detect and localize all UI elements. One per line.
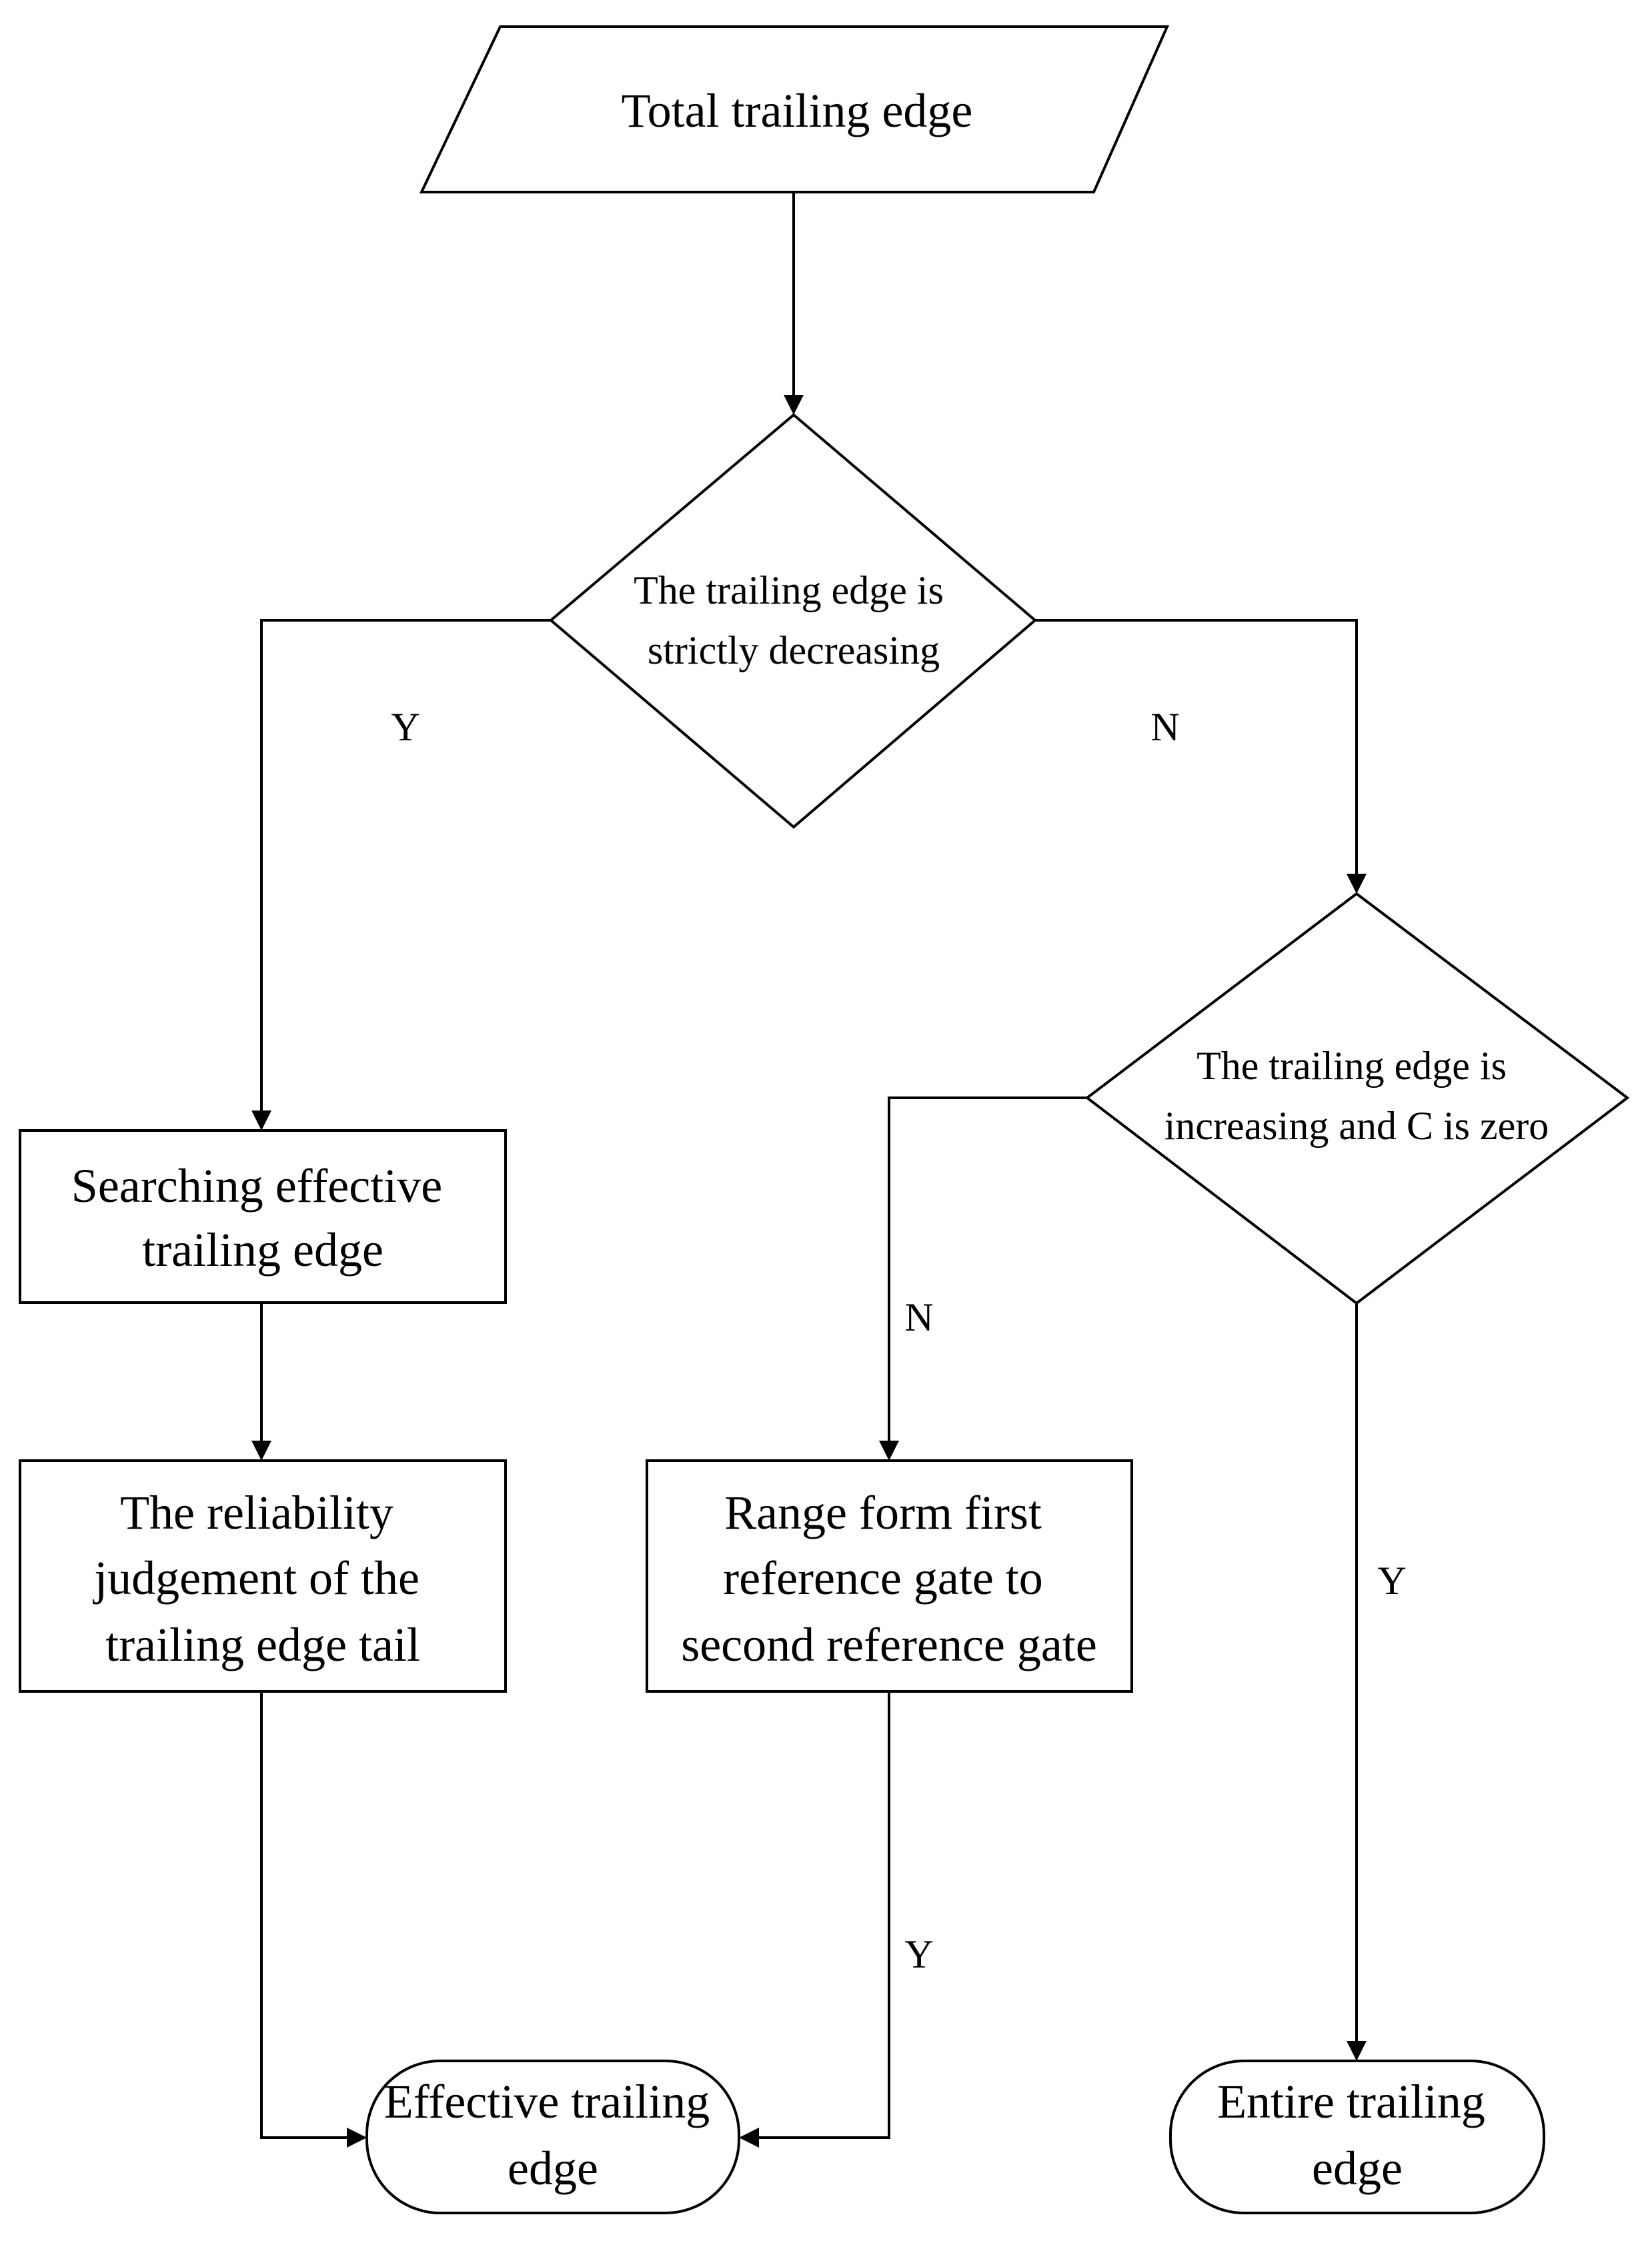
arrowhead bbox=[739, 2128, 759, 2148]
entire-label: Entire trailing edge bbox=[1217, 2075, 1497, 2195]
decision2-label: The trailing edge is increasing and C is… bbox=[1164, 1044, 1549, 1148]
arrowhead bbox=[251, 1441, 271, 1461]
edge-label-range-yes: Y bbox=[904, 1932, 933, 1976]
diamond bbox=[548, 413, 1038, 829]
edge-label-d1-no: N bbox=[1150, 705, 1179, 749]
arrowhead bbox=[251, 1110, 271, 1131]
edge-decision1-yes-to-search bbox=[260, 619, 551, 1110]
terminal-box bbox=[1169, 2060, 1545, 2214]
decision1-node: The trailing edge is strictly decreasing bbox=[548, 413, 1038, 829]
search-node: Searching effective trailing edge bbox=[19, 1129, 507, 1304]
decision2-node: The trailing edge is increasing and C is… bbox=[1084, 892, 1630, 1305]
process-box bbox=[19, 1459, 507, 1693]
edge-reliability-to-effective bbox=[260, 1691, 347, 2139]
start-node-label: Total trailing edge bbox=[622, 84, 973, 137]
effective-node: Effective trailing edge bbox=[365, 2060, 740, 2214]
arrowhead bbox=[347, 2128, 367, 2148]
process-box bbox=[646, 1459, 1133, 1693]
arrowhead bbox=[784, 395, 804, 415]
edge-labels: Y N N Y Y bbox=[391, 705, 1406, 1976]
decision1-label: The trailing edge is strictly decreasing bbox=[634, 568, 954, 672]
edge-decision1-no-to-decision2 bbox=[1035, 619, 1358, 874]
terminal-box bbox=[365, 2060, 740, 2214]
edge-range-to-effective bbox=[759, 1691, 890, 2139]
arrowhead bbox=[1347, 874, 1367, 894]
process-box bbox=[19, 1129, 507, 1304]
diamond bbox=[1084, 892, 1630, 1305]
edge-decision2-no-to-range bbox=[888, 1096, 1087, 1441]
search-label: Searching effective trailing edge bbox=[71, 1159, 454, 1277]
edge-label-d2-yes: Y bbox=[1377, 1559, 1406, 1603]
effective-label: Effective trailing edge bbox=[384, 2075, 722, 2195]
range-node: Range form first reference gate to secon… bbox=[646, 1459, 1133, 1693]
start-node: Total trailing edge bbox=[419, 25, 1170, 193]
edge-label-d2-no: N bbox=[904, 1295, 933, 1339]
arrowhead bbox=[879, 1441, 899, 1461]
entire-node: Entire trailing edge bbox=[1169, 2060, 1545, 2214]
arrowhead bbox=[1347, 2041, 1367, 2061]
reliability-node: The reliability judgement of the trailin… bbox=[19, 1459, 507, 1693]
reliability-label: The reliability judgement of the trailin… bbox=[92, 1486, 432, 1671]
range-label: Range form first reference gate to secon… bbox=[681, 1486, 1097, 1671]
edge-label-d1-yes: Y bbox=[391, 705, 420, 749]
connectors bbox=[251, 192, 1367, 2148]
parallelogram bbox=[419, 25, 1170, 193]
